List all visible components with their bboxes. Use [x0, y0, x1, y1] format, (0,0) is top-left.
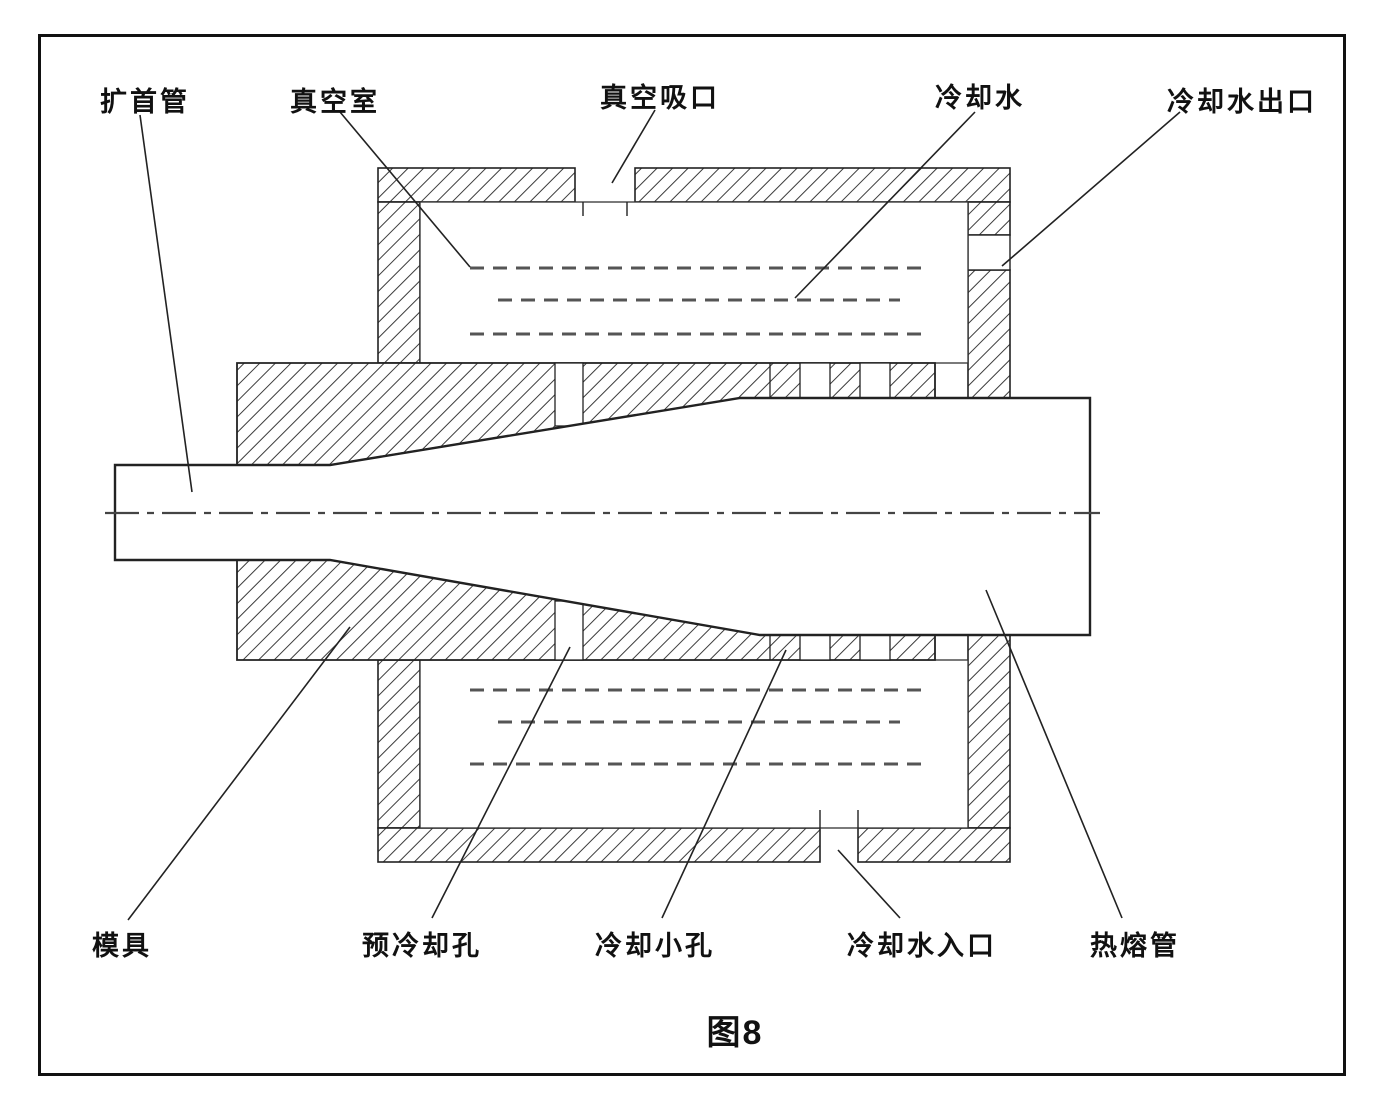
cooling-channels: [554, 362, 891, 661]
port-detail-ticks: [582, 202, 859, 828]
label-small-cooling-holes: 冷却小孔: [595, 931, 715, 961]
label-hot-melt-pipe: 热熔管: [1090, 931, 1180, 961]
leader-cooling-water-inlet: [837, 849, 901, 919]
leader-expansion-pipe: [139, 114, 193, 493]
upper-chamber-cavity: [419, 201, 969, 364]
small-cooling-hole-lower-1: [799, 634, 831, 661]
label-pre-cooling-holes: 预冷却孔: [362, 931, 482, 961]
leader-cooling-water-outlet: [1001, 111, 1181, 267]
figure-border-frame: [38, 34, 1346, 1076]
left-wall-lower: [377, 659, 421, 829]
small-cooling-hole-upper-2: [859, 362, 891, 399]
leader-cooling-water: [794, 111, 976, 299]
water-level-dashes: [470, 266, 925, 766]
label-expansion-pipe: 扩首管: [100, 87, 190, 117]
right-wall-upper-b: [967, 269, 1011, 399]
bottom-wall-left-segment: [377, 827, 821, 863]
label-cooling-water-outlet: 冷却水出口: [1167, 87, 1317, 117]
leader-mold: [127, 626, 351, 921]
label-cooling-water-inlet: 冷却水入口: [847, 931, 997, 961]
leader-vacuum-chamber: [339, 111, 471, 268]
left-wall-upper: [377, 201, 421, 364]
leader-small-cooling-holes: [661, 649, 787, 919]
small-cooling-hole-upper-1: [799, 362, 831, 399]
vacuum-chamber-interior: [419, 201, 969, 829]
figure-caption: 图8: [706, 1014, 764, 1052]
leader-vacuum-suction-port: [611, 109, 656, 184]
small-cooling-hole-lower-2: [859, 634, 891, 661]
label-mold: 模具: [92, 931, 152, 961]
label-vacuum-suction-port: 真空吸口: [600, 83, 720, 113]
leader-hot-melt-pipe: [985, 589, 1123, 919]
top-wall-left-segment: [377, 167, 576, 203]
leader-pre-cooling-holes: [431, 646, 571, 919]
pre-cooling-hole-lower: [554, 600, 584, 661]
pre-cooling-hole-upper: [554, 362, 584, 427]
lower-chamber-cavity: [419, 659, 969, 829]
label-vacuum-chamber: 真空室: [290, 87, 380, 117]
right-wall-upper-a: [967, 201, 1011, 236]
top-wall-right-segment: [634, 167, 1011, 203]
pipe-profile: [113, 396, 1092, 637]
leader-lines: [127, 109, 1181, 921]
bottom-wall-right-segment: [857, 827, 1011, 863]
label-cooling-water: 冷却水: [935, 83, 1025, 113]
right-wall-lower: [967, 634, 1011, 829]
